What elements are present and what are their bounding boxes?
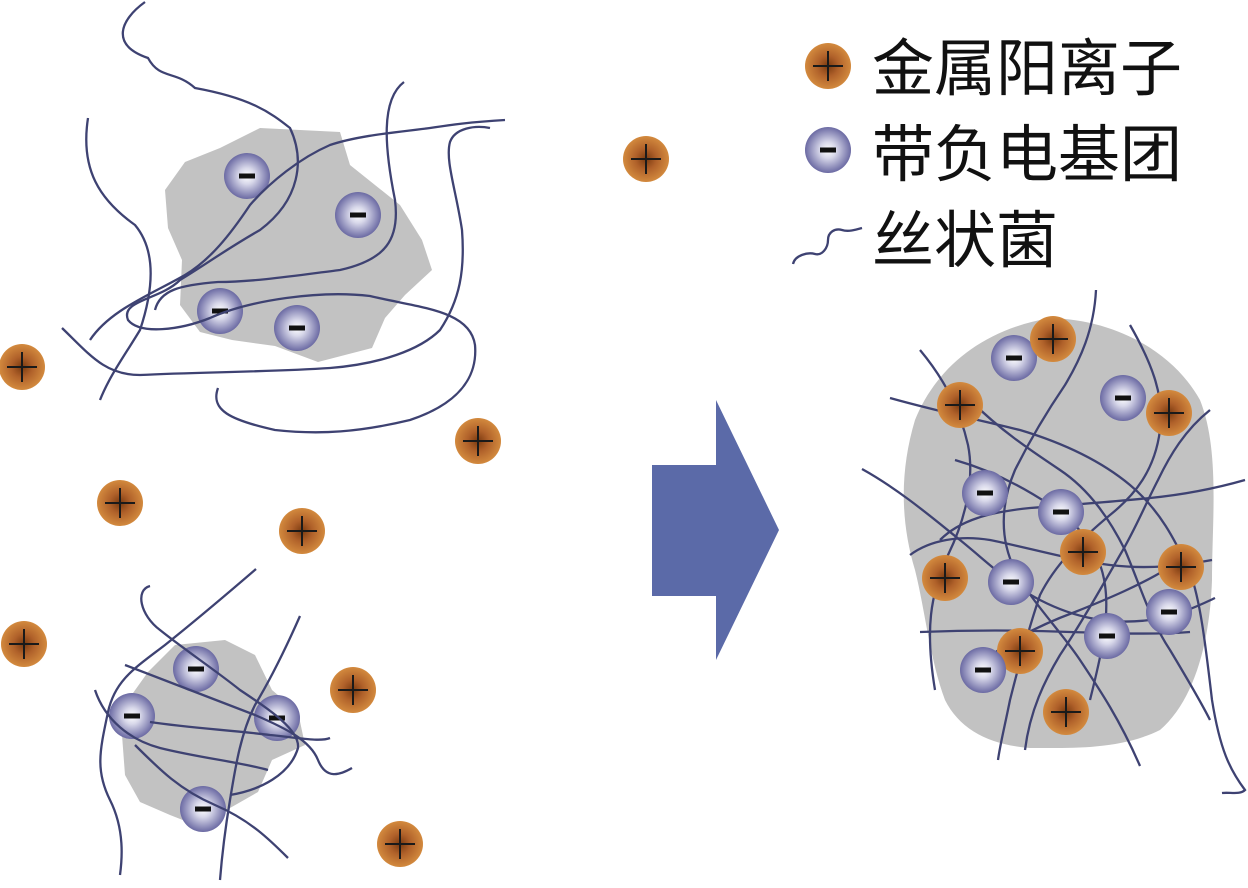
floc-upper-left [61,1,506,434]
legend-anion-label: 带负电基团 [872,118,1183,191]
anion-group [109,693,155,739]
legend-cation-label: 金属阳离子 [872,32,1183,105]
anion-group [335,192,381,238]
metal-cation [1059,528,1107,576]
floc-lower-left [93,568,353,881]
metal-cation [0,620,48,668]
metal-cation [921,554,969,602]
filaments [93,568,353,881]
metal-cation [622,135,670,183]
anion-group [960,647,1006,693]
anion-group [991,335,1037,381]
legend-anion-icon [805,127,851,173]
legend-filament-icon [791,226,863,265]
floc-body [122,640,305,826]
metal-cation [278,507,326,555]
metal-cation [454,417,502,465]
floc-aggregate [861,289,1247,795]
metal-cation [1145,389,1193,437]
anion-group [197,288,243,334]
legend-cation-icon [804,42,852,90]
legend [791,42,863,265]
anion-group [1084,613,1130,659]
metal-cation [1157,543,1205,591]
anion-group [274,305,320,351]
anion-group [1146,589,1192,635]
metal-cation [1029,315,1077,363]
legend-filament-label: 丝状菌 [872,204,1059,277]
metal-cation [96,479,144,527]
metal-cation [936,381,984,429]
filaments [61,1,506,434]
metal-cation [1042,688,1090,736]
metal-cation [376,820,424,868]
anion-group [988,559,1034,605]
anion-group [962,470,1008,516]
metal-cation [0,343,46,391]
metal-cation [329,666,377,714]
anion-group [1038,489,1084,535]
anion-group [180,786,226,832]
right-arrow-icon [652,400,779,660]
anion-group [1100,375,1146,421]
